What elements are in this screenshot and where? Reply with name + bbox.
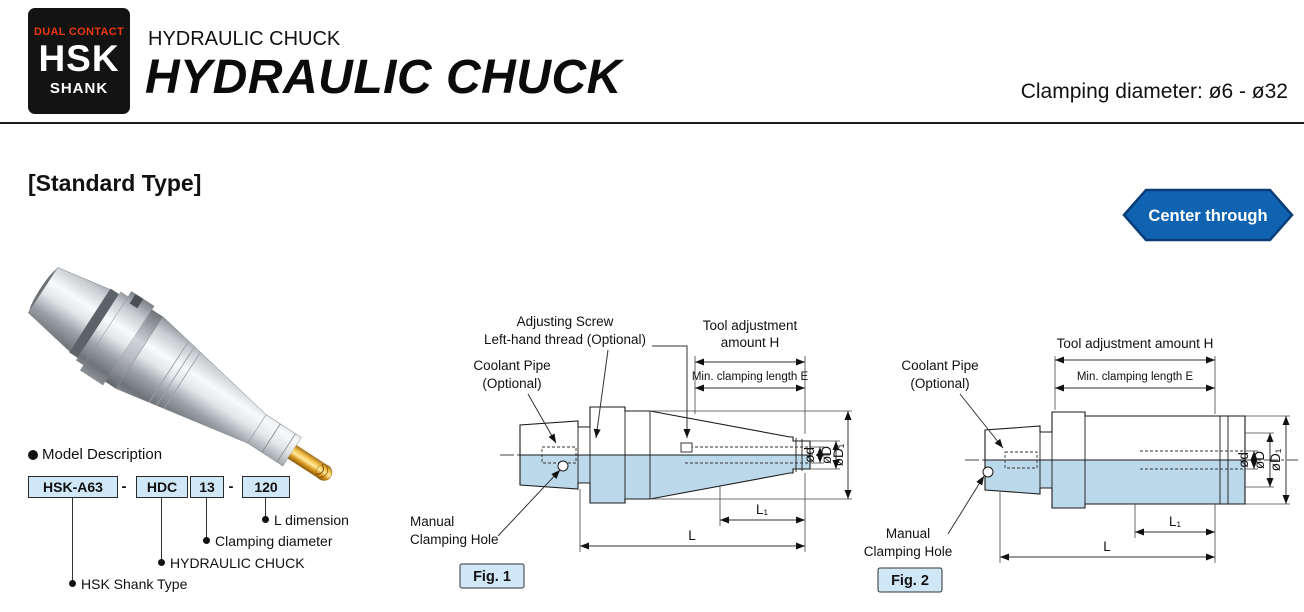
bullet-icon	[28, 450, 38, 460]
callout-l-dimension: L dimension	[274, 512, 349, 528]
fig2-manual-clamping-label-1: Manual	[886, 526, 930, 541]
callout-line	[265, 498, 266, 520]
model-dash-1: -	[121, 478, 127, 495]
callout-hsk-shank-type: HSK Shank Type	[81, 576, 188, 592]
fig1-manual-clamping-label-1: Manual	[410, 514, 454, 529]
fig2-min-clamping-label: Min. clamping length E	[1077, 371, 1194, 383]
fig2-coolant-pipe-label-1: Coolant Pipe	[901, 358, 978, 373]
callout-clamping-diameter: Clamping diameter	[215, 533, 333, 549]
page-header: DUAL CONTACT HSK SHANK HYDRAULIC CHUCK H…	[0, 0, 1304, 124]
callout-hydraulic-chuck: HYDRAULIC CHUCK	[170, 555, 305, 571]
model-description-heading: Model Description	[42, 446, 163, 463]
fig1-dim-d-label: ød	[802, 447, 817, 463]
fig1-min-clamping-label: Min. clamping length E	[692, 371, 809, 383]
fig2-holder-outline	[984, 411, 1246, 461]
model-segment-length: 120	[242, 476, 290, 498]
model-description: Model Description HSK-A63 - HDC 13 - 120…	[28, 446, 388, 612]
fig2-drawing: Tool adjustment amount H Min. clamping l…	[864, 336, 1298, 593]
fig1-holder-outline	[519, 406, 811, 456]
fig2-L1-label: L₁	[1169, 514, 1182, 529]
bullet-icon	[203, 537, 210, 544]
bullet-icon	[69, 580, 76, 587]
fig2-manual-clamping-label-2: Clamping Hole	[864, 544, 953, 559]
dual-contact-label: DUAL CONTACT	[34, 25, 124, 38]
callout-line	[161, 498, 162, 563]
fig2-dim-d-label: ød	[1236, 452, 1251, 468]
model-dash-2: -	[228, 478, 234, 495]
header-subtitle: HYDRAULIC CHUCK	[148, 28, 341, 50]
fig1-adjusting-screw-label-1: Adjusting Screw	[517, 314, 614, 329]
callout-line	[72, 498, 73, 584]
fig1-adjusting-screw-label-2: Left-hand thread (Optional)	[484, 332, 646, 347]
center-through-hexagon	[1122, 188, 1294, 242]
fig2-caption: Fig. 2	[891, 573, 929, 589]
fig1-adjusting-screw-symbol	[680, 442, 693, 453]
fig1-tool-adjustment-label-1: Tool adjustment	[703, 318, 798, 333]
product-photo	[27, 266, 333, 481]
hsk-label: HSK	[38, 37, 120, 79]
fig2-manual-clamping-hole-symbol	[982, 466, 994, 478]
fig2-coolant-pipe-symbol	[1004, 451, 1038, 469]
hsk-shank-badge: DUAL CONTACT HSK SHANK	[28, 8, 130, 114]
fig1-caption: Fig. 1	[473, 569, 511, 585]
fig1-caption-box	[459, 563, 525, 589]
fig1-manual-clamping-hole-symbol	[557, 460, 569, 472]
fig2-coolant-pipe-label-2: (Optional)	[910, 376, 969, 391]
chuck-body-photo	[27, 266, 333, 481]
model-segment-series: HDC	[136, 476, 188, 498]
fig2-dim-D-label: øD	[1252, 451, 1267, 469]
fig1-L1-label: L₁	[756, 502, 769, 517]
fig1-tool-adjustment-label-2: amount H	[721, 335, 780, 350]
standard-type-heading: [Standard Type]	[28, 170, 202, 196]
fig2-holder-section-fill	[984, 459, 1246, 509]
fig2-tool-adjustment-label: Tool adjustment amount H	[1057, 336, 1214, 351]
bullet-icon	[262, 516, 269, 523]
endmill-ball-nose	[315, 464, 333, 481]
fig1-coolant-pipe-label-1: Coolant Pipe	[473, 358, 550, 373]
center-through-badge: Center through	[1122, 188, 1294, 242]
clamping-diameter-text: Clamping diameter: ø6 - ø32	[1020, 80, 1288, 103]
page-title: HYDRAULIC CHUCK	[145, 51, 622, 104]
callout-line	[206, 498, 207, 541]
fig1-dim-D1-label: øD₁	[831, 443, 846, 466]
shank-label: SHANK	[49, 79, 109, 97]
model-segment-shank: HSK-A63	[28, 476, 118, 498]
center-through-label: Center through	[1148, 207, 1267, 225]
fig1-coolant-pipe-label-2: (Optional)	[482, 376, 541, 391]
fig1-drawing: Tool adjustment amount H Min. clamping l…	[410, 314, 852, 589]
fig2-caption-box	[877, 567, 943, 593]
model-segment-diameter: 13	[190, 476, 224, 498]
fig2-L-label: L	[1103, 539, 1111, 554]
fig1-manual-clamping-label-2: Clamping Hole	[410, 532, 499, 547]
bullet-icon	[158, 559, 165, 566]
fig1-dim-D-label: øD	[819, 446, 834, 464]
fig1-L-label: L	[688, 528, 696, 543]
fig2-dim-D1-label: øD₁	[1268, 448, 1283, 471]
